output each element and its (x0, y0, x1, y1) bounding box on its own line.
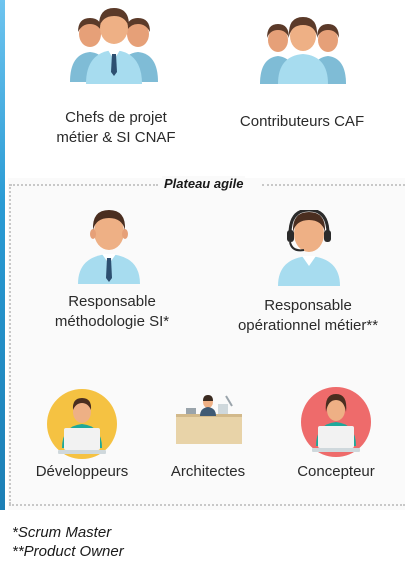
architect-desk-icon (176, 395, 242, 444)
plateau-border-left (9, 184, 11, 504)
man-tie-icon (78, 210, 140, 284)
headset-operator-icon (278, 210, 340, 286)
team-label: Concepteur (297, 463, 375, 480)
top-section (8, 0, 405, 178)
plateau-border-top-left (10, 184, 158, 186)
team-label: Développeurs (35, 463, 129, 480)
designer-laptop-icon (301, 387, 371, 457)
left-accent-bar (0, 0, 5, 510)
team-label: Architectes (170, 463, 246, 480)
top-group-label: Contributeurs CAF (239, 113, 365, 130)
footnote: **Product Owner (12, 543, 124, 560)
developer-laptop-icon (47, 389, 117, 459)
role-label: Responsable opérationnel métier** (237, 297, 379, 334)
plateau-title: Plateau agile (162, 176, 246, 191)
plateau-border-bottom (9, 504, 405, 506)
business-team-icon (70, 8, 158, 84)
team-icon (260, 17, 346, 84)
plateau-border-top-right (262, 184, 405, 186)
role-label: Responsable méthodologie SI* (54, 293, 170, 330)
top-group-label: Chefs de projet métier & SI CNAF (56, 109, 176, 146)
footnote: *Scrum Master (12, 524, 112, 541)
